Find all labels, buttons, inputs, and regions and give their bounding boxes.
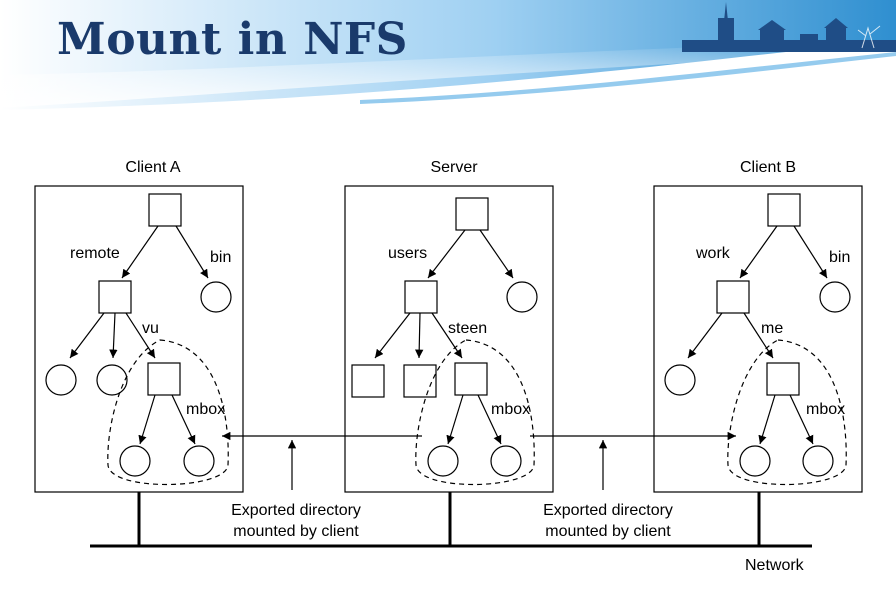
network-label: Network [745,557,805,574]
client-a-mbox-label: mbox [186,401,225,418]
client-a-leaf-2 [96,364,128,396]
client-b-bin-label: bin [829,249,850,266]
client-b-me-node [766,362,800,396]
server-users-label: users [388,245,427,262]
server-leaf-box-1 [351,364,385,398]
client-b-root-node [767,193,801,227]
client-b-work-node [716,280,750,314]
town-silhouette-icon [682,2,896,52]
annotation-left-line2: mounted by client [233,523,359,540]
header-banner [0,0,896,110]
server-users-node [404,280,438,314]
server-mbox-leaf-2 [490,445,522,477]
server-right-node [506,281,538,313]
slide-title: Mount in NFS [57,14,408,65]
client-b-me-label: me [761,320,783,337]
client-a-label: Client A [125,159,180,176]
client-a-bin-node [200,281,232,313]
client-b-label: Client B [740,159,796,176]
server-root-node [455,197,489,231]
server-mbox-leaf-1 [427,445,459,477]
client-b-leaf-1 [664,364,696,396]
server-export-region [415,339,535,486]
client-a-remote-label: remote [70,245,120,262]
client-b-mbox-label: mbox [806,401,845,418]
annotation-left-line1: Exported directory [231,502,361,519]
annotation-right-line1: Exported directory [543,502,673,519]
client-b-work-label: work [695,245,731,262]
client-a-bin-label: bin [210,249,231,266]
server-tree [351,197,538,486]
client-a-leaf-1 [45,364,77,396]
client-a-mbox-leaf-1 [119,445,151,477]
server-steen-node [454,362,488,396]
annotation-right-line2: mounted by client [545,523,671,540]
server-label: Server [430,159,478,176]
client-b-bin-node [819,281,851,313]
client-b-mbox-leaf-1 [739,445,771,477]
client-a-remote-node [98,280,132,314]
client-a-tree [45,193,232,486]
client-a-mbox-leaf-2 [183,445,215,477]
client-a-root-node [148,193,182,227]
client-a-vu-node [147,362,181,396]
client-a-vu-label: vu [142,320,159,337]
client-b-mount-region [727,339,847,486]
client-a-mount-region [107,339,229,486]
server-mbox-label: mbox [491,401,530,418]
network-bus [90,492,812,548]
tree-silhouette-icon [857,25,881,49]
server-leaf-box-2 [403,364,437,398]
client-b-tree [664,193,851,486]
mount-connections [222,431,736,490]
client-b-mbox-leaf-2 [802,445,834,477]
server-steen-label: steen [448,320,487,337]
